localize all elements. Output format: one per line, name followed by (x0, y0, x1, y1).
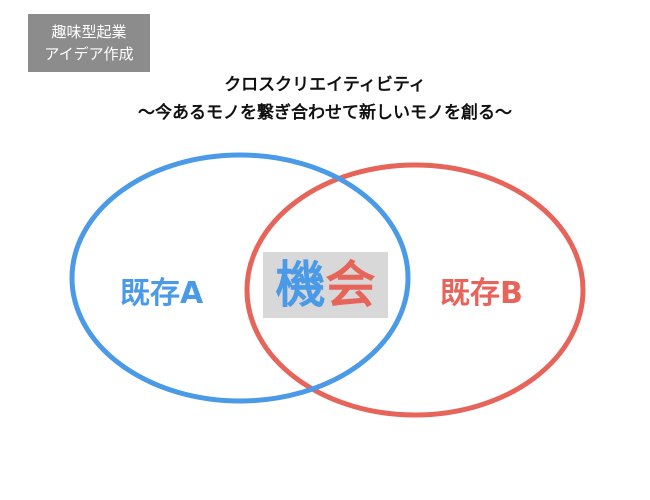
diagram-title: クロスクリエイティビティ (224, 75, 426, 95)
diagram-subtitle: 〜今あるモノを繋ぎ合わせて新しいモノを創る〜 (138, 103, 512, 123)
left-circle-label: 既存A (120, 276, 204, 311)
circle-left (69, 152, 411, 404)
category-tag-line1: 趣味型起業 (51, 23, 127, 41)
category-tag-line2: アイデア作成 (44, 45, 134, 63)
overlap-char-2: 会 (325, 256, 376, 314)
right-circle-label: 既存B (440, 276, 523, 311)
category-tag: 趣味型起業 アイデア作成 (28, 14, 150, 72)
overlap-label: 機会 (263, 252, 388, 318)
overlap-char-1: 機 (275, 256, 326, 314)
circle-right (244, 162, 586, 418)
